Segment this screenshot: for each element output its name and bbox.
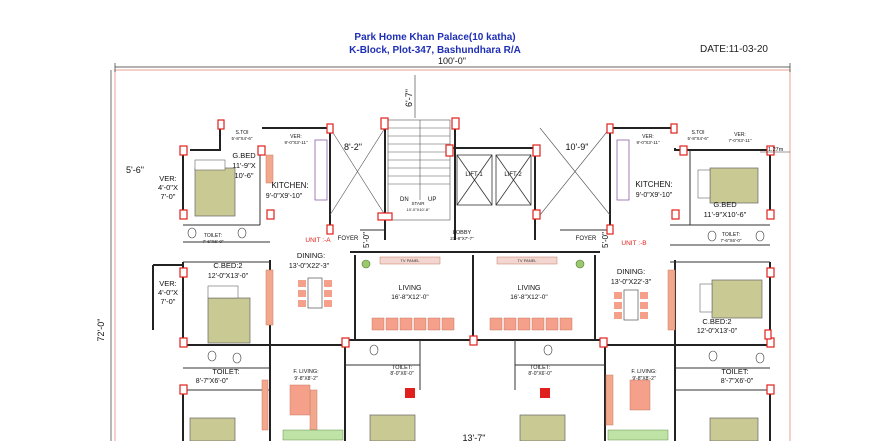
b-stoi: S.TOI [692, 130, 705, 136]
a-ver-left-size1: 4'-0"X [158, 183, 178, 192]
b-ver-top2: VER: [734, 132, 746, 138]
b-cbed-size: 12'-0"X13'-0" [697, 328, 738, 335]
ducts [329, 127, 611, 216]
b-dining-size: 13'-0"X22'-3" [611, 279, 652, 286]
a-foyer: FOYER [338, 236, 359, 242]
bottom-center-dim: 13'-7" [463, 433, 486, 441]
a-ver-left2-size2: 7'-0" [161, 297, 176, 306]
b-gbed: G.BED [713, 200, 737, 209]
top-setback-label: 6'-7" [404, 89, 414, 107]
lifts [456, 154, 532, 206]
tv-panels [379, 256, 558, 265]
a-gbed-size1: 11'-9"X [232, 161, 256, 170]
a-toilet2: TOILET: [212, 367, 239, 376]
b-fliving: F. LIVING: [631, 369, 657, 375]
a-gbed: G.BED [232, 151, 256, 160]
stair-left-dim: 8'-2" [344, 142, 362, 152]
unit-b-label: UNIT :-B [621, 240, 646, 247]
plot-boundary [114, 69, 791, 441]
b-cbed: C.BED:2 [702, 317, 731, 326]
b-toilet3: TOILET: [530, 365, 551, 371]
living-sofas [289, 317, 651, 416]
b-ver-top1: VER: [642, 134, 654, 140]
lift2-label: LIFT-2 [504, 172, 522, 178]
a-kitchen: KITCHEN: [271, 181, 308, 190]
overall-width-label: 100'-0" [438, 56, 466, 66]
a-dining-size: 13'-0"X22'-3" [289, 263, 330, 270]
plan-address: K-Block, Plot-347, Bashundhara R/A [349, 45, 521, 56]
scale-right-dim: 1.27m [768, 147, 784, 153]
a-ver-left2-size1: 4'-0"X [158, 288, 178, 297]
a-fliving: F. LIVING: [293, 369, 319, 375]
unit-a-label: UNIT :-A [305, 237, 331, 244]
plan-title: Park Home Khan Palace(10 katha) [354, 32, 516, 43]
b-toilet1-size: 7'-6"X6'-0" [721, 238, 742, 243]
wardrobes [261, 154, 676, 431]
stair-up: UP [428, 197, 436, 203]
b-kitchen: KITCHEN: [635, 180, 672, 189]
stair-right-dim: 10'-9" [566, 142, 589, 152]
lift1-label: LIFT-1 [465, 172, 483, 178]
a-living-size: 16'-8"X12'-0" [391, 294, 429, 301]
b-kitchen-size: 9'-0"X9'-10" [636, 192, 673, 199]
lobby-label: LOBBY [453, 230, 472, 236]
a-gbed-size2: 10'-6" [234, 171, 253, 180]
lobby-left-dim: 5'-0" [362, 232, 371, 248]
a-toilet1: TOILET: [204, 233, 222, 239]
b-living: LIVING [518, 285, 541, 292]
a-toilet1-size: 7'-6"X6'-0" [203, 239, 224, 244]
left-offset-dim: 5'-6" [126, 165, 144, 175]
kitchen-counters [314, 139, 630, 201]
b-ver-top1-size: 9'-0"X3'-11" [636, 140, 659, 145]
b-toilet2: TOILET: [721, 367, 748, 376]
overall-depth-label: 72'-0" [96, 319, 106, 342]
tv-panel-a: TV PANEL [400, 258, 420, 263]
a-fliving-size: 9'-8"X8'-2" [294, 376, 317, 382]
b-stoi-size: 5'-8"X4'-6" [688, 136, 709, 141]
b-toilet1: TOILET: [722, 232, 740, 238]
b-gbed-size: 11'-9"X10'-6" [704, 210, 747, 219]
plan-date: DATE:11-03-20 [700, 44, 768, 55]
b-toilet2-size: 8'-7"X6'-0" [721, 378, 754, 385]
a-ver-left2: VER: [159, 279, 177, 288]
a-ver-top: VER: [290, 134, 302, 140]
b-foyer: FOYER [576, 236, 597, 242]
a-ver-left: VER: [159, 174, 177, 183]
b-ver-top2-size: 7'-0"X3'-11" [728, 138, 751, 143]
b-dining: DINING: [617, 267, 645, 276]
toilet-fixtures [187, 227, 765, 364]
stair-dn: DN [400, 197, 409, 203]
b-living-size: 16'-8"X12'-0" [510, 294, 548, 301]
a-living: LIVING [399, 285, 422, 292]
b-toilet3-size: 8'-0"X6'-0" [528, 371, 551, 377]
a-cbed-size: 12'-0"X13'-0" [208, 273, 249, 280]
a-toilet2-size: 8'-7"X6'-0" [196, 378, 229, 385]
plants [361, 259, 585, 269]
a-ver-top-size: 9'-0"X3'-11" [284, 140, 307, 145]
b-fliving-size: 9'-8"X8'-2" [632, 376, 655, 382]
beds [189, 159, 763, 441]
a-stoi-size: 5'-8"X4'-6" [232, 136, 253, 141]
a-ver-left-size2: 7'-0" [161, 192, 176, 201]
fixtures [405, 388, 550, 398]
a-toilet3-size: 8'-0"X6'-0" [390, 371, 413, 377]
planter-strip [282, 429, 669, 441]
stair [387, 119, 451, 221]
lobby-size: 21'-8"X7'-7" [450, 236, 474, 241]
stair-size: 10'-0"X10'-8" [406, 207, 430, 212]
a-dining: DINING: [297, 251, 325, 260]
stair-label: STAIR [412, 201, 426, 206]
columns [179, 117, 775, 395]
lobby-right-dim: 5'-0" [601, 232, 610, 248]
a-cbed: C.BED:2 [213, 261, 242, 270]
tv-panel-b: TV PANEL [517, 258, 537, 263]
interior-walls [183, 150, 770, 391]
a-stoi: S.TOI [236, 130, 249, 136]
a-toilet3: TOILET: [392, 365, 413, 371]
a-kitchen-size: 9'-0"X9'-10" [266, 193, 303, 200]
dining-tables [298, 277, 648, 321]
